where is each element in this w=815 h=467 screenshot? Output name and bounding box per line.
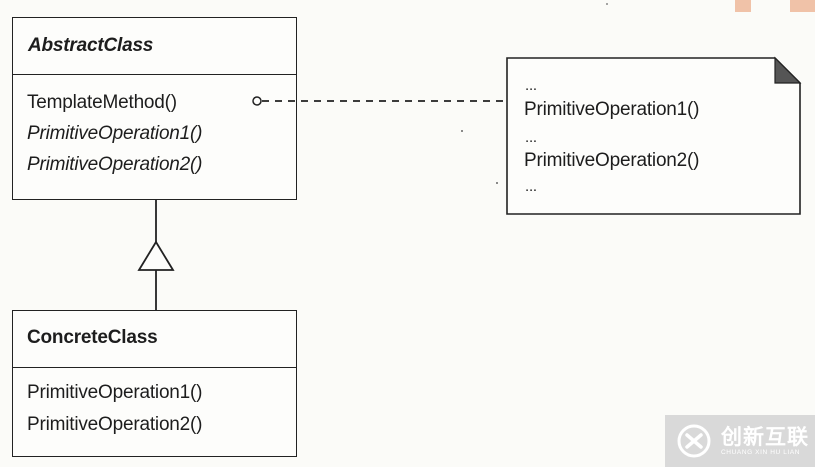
watermark-brand-cn: 创新互联: [721, 424, 809, 449]
abstract-class-name: AbstractClass: [28, 35, 154, 56]
abstract-class-header: [13, 18, 296, 75]
scan-speck: [461, 130, 463, 132]
watermark-brand-en: CHUANG XIN HU LIAN: [721, 448, 801, 456]
brand-logo-icon: [677, 424, 711, 458]
inheritance-triangle: [137, 240, 175, 271]
scan-artifact: [790, 0, 815, 12]
note-folded-corner: [774, 56, 802, 84]
note-outline: [506, 57, 801, 215]
scan-speck: [606, 3, 608, 5]
note-ellipsis-3: ...: [525, 178, 537, 195]
scan-speck: [496, 182, 498, 184]
note-ellipsis-2: ...: [525, 129, 537, 146]
abstract-class-box: [12, 17, 297, 200]
concrete-class-box: [12, 310, 297, 457]
scan-artifact: [735, 0, 751, 12]
watermark: 创新互联 CHUANG XIN HU LIAN: [665, 415, 815, 467]
note-primitive-operation-1: PrimitiveOperation1(): [524, 99, 700, 120]
connector-circle: [252, 96, 262, 106]
concrete-primitive-operation-2: PrimitiveOperation2(): [27, 414, 203, 435]
concrete-class-name: ConcreteClass: [27, 327, 158, 348]
watermark-text: 创新互联 CHUANG XIN HU LIAN: [721, 426, 809, 457]
note-primitive-operation-2: PrimitiveOperation2(): [524, 150, 700, 171]
abstract-primitive-operation-1: PrimitiveOperation1(): [27, 123, 203, 144]
abstract-primitive-operation-2: PrimitiveOperation2(): [27, 154, 203, 175]
concrete-class-header: [13, 311, 296, 368]
concrete-primitive-operation-1: PrimitiveOperation1(): [27, 382, 203, 403]
template-method-operation: TemplateMethod(): [27, 92, 177, 113]
note-ellipsis-1: ...: [525, 77, 537, 94]
